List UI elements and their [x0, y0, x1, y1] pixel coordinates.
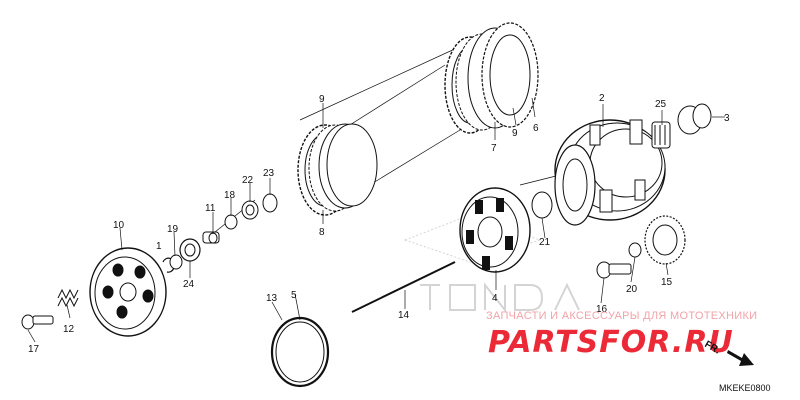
collar: [677, 103, 712, 135]
leader-lines: [27, 97, 725, 343]
callout-9-rear: 9: [512, 128, 518, 139]
callout-6: 6: [533, 123, 539, 134]
washer-18: [224, 214, 238, 230]
callout-13: 13: [266, 293, 278, 304]
callout-11: 11: [205, 203, 216, 214]
callout-16: 16: [596, 304, 608, 315]
clutch-spring: [57, 288, 79, 308]
pressure-plate: [89, 247, 167, 337]
thrust-washer: [531, 191, 553, 219]
washer-20: [628, 242, 642, 258]
clutch-outer: [554, 119, 666, 226]
washer-23: [262, 193, 278, 213]
callout-8: 8: [319, 227, 325, 238]
callout-17: 17: [28, 344, 40, 355]
callout-18: 18: [224, 190, 236, 201]
callout-1: 1: [156, 241, 162, 252]
release-bearing: [179, 238, 201, 262]
callout-15: 15: [661, 277, 673, 288]
callout-19: 19: [167, 224, 179, 235]
needle-bearing: [651, 121, 671, 149]
o-rings: [270, 316, 330, 388]
honda-logo-watermark: [403, 214, 580, 313]
callout-21: 21: [539, 237, 551, 248]
lock-nut: [241, 200, 259, 220]
callout-4: 4: [492, 293, 498, 304]
primary-drive-gear: [644, 215, 686, 265]
clutch-bolt: [21, 314, 54, 330]
direction-arrow-icon: [727, 350, 754, 366]
lifter-piece: [202, 231, 220, 244]
washer-19: [169, 254, 183, 270]
callout-23: 23: [263, 168, 275, 179]
callout-labels: 1 2 3 4 5 6 7 8 9 9 10 11 12 13 14 15 16…: [28, 93, 730, 355]
diagram-code: MKEKE0800: [719, 383, 771, 393]
callout-24: 24: [183, 279, 195, 290]
callout-22: 22: [242, 175, 254, 186]
callout-7: 7: [491, 143, 497, 154]
callout-25: 25: [655, 99, 667, 110]
clutch-disc-stack-rear: [444, 22, 539, 134]
callout-2: 2: [599, 93, 605, 104]
watermark-brand: PARTSFOR.RU: [488, 325, 734, 360]
clutch-center: [459, 187, 531, 273]
callout-14: 14: [398, 310, 410, 321]
flange-bolt-16: [596, 261, 632, 279]
callout-20: 20: [626, 284, 638, 295]
callout-12: 12: [63, 324, 75, 335]
callout-5: 5: [291, 290, 297, 301]
callout-9-front: 9: [319, 94, 325, 105]
lifter-rod: [351, 261, 456, 313]
clutch-disc-stack-front: [297, 123, 378, 216]
callout-3: 3: [724, 113, 730, 124]
watermark-subtitle: ЗАПЧАСТИ И АКСЕССУАРЫ ДЛЯ МОТОТЕХНИКИ: [486, 310, 757, 322]
callout-10: 10: [113, 220, 125, 231]
